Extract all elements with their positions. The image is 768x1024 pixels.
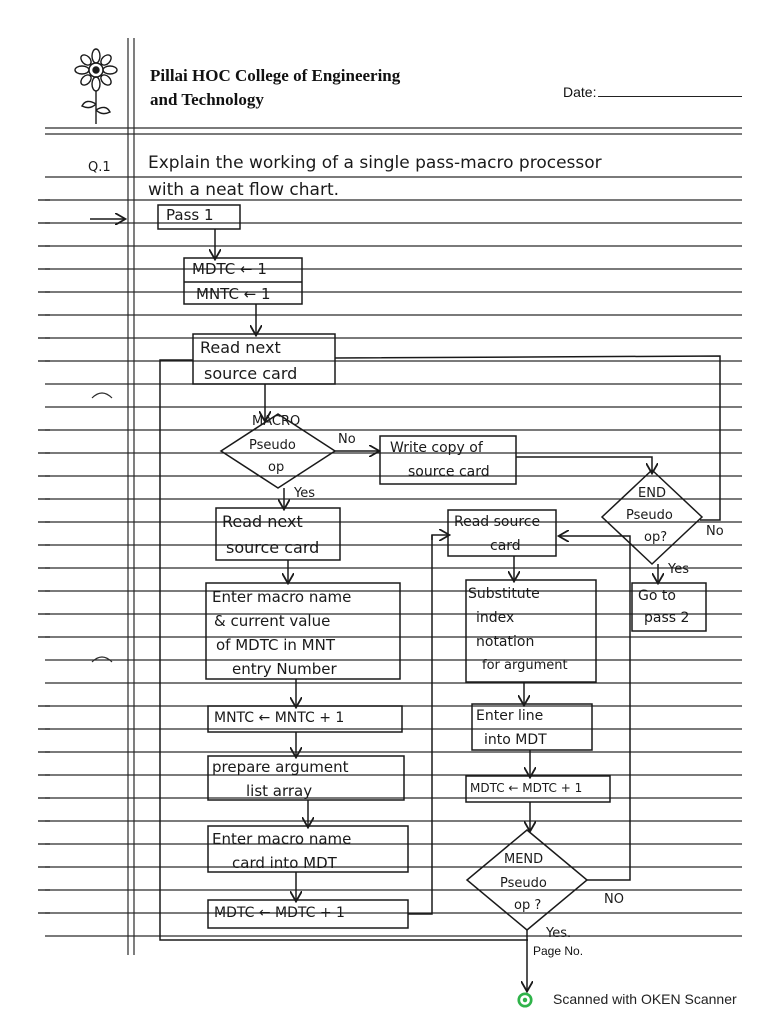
mend-no-label: NO xyxy=(604,892,624,907)
substitute-line3: notation xyxy=(476,634,535,650)
end-label-3: op? xyxy=(644,530,668,545)
macro-yes-label: Yes xyxy=(294,486,315,501)
write-copy-line1: Write copy of xyxy=(390,440,483,456)
read-source-line2: card xyxy=(490,538,521,554)
macro-label-2: Pseudo xyxy=(249,438,296,453)
write-copy-line2: source card xyxy=(408,464,490,480)
pass1-box xyxy=(157,204,241,230)
macro-label-3: op xyxy=(268,460,285,475)
end-label-2: Pseudo xyxy=(626,508,673,523)
substitute-line4: for argument xyxy=(482,658,568,673)
end-diamond xyxy=(600,468,704,566)
mend-label-1: MEND xyxy=(504,852,544,867)
prepare-line1: prepare argument xyxy=(212,758,349,776)
mdtc-inc-left-label: MDTC ← MDTC + 1 xyxy=(214,905,345,921)
scanner-logo-icon xyxy=(517,992,533,1008)
mend-label-2: Pseudo xyxy=(500,876,547,891)
mdtc-inc-mid-box xyxy=(465,775,611,803)
end-no-label: No xyxy=(706,524,724,539)
write-copy-box xyxy=(379,435,517,485)
macro-diamond xyxy=(219,413,337,489)
init-mdtc-label: MDTC ← 1 xyxy=(192,260,267,278)
scanner-watermark: Scanned with OKEN Scanner xyxy=(553,991,737,1007)
read-next2-box xyxy=(215,507,341,561)
goto-pass2-box xyxy=(631,582,707,632)
end-yes-label: Yes xyxy=(668,562,689,577)
enter-card-line2: card into MDT xyxy=(232,854,337,872)
read-next2-line1: Read next xyxy=(222,512,303,531)
macro-no-label: No xyxy=(338,432,356,447)
read-next2-line2: source card xyxy=(226,538,320,557)
enter-line-line2: into MDT xyxy=(484,732,547,748)
flower-logo-icon xyxy=(74,48,118,124)
substitute-line2: index xyxy=(476,610,515,626)
enter-macro-line4: entry Number xyxy=(232,660,337,678)
enter-macro-line3: of MDTC in MNT xyxy=(216,636,336,654)
read-next-line2: source card xyxy=(204,364,298,383)
init-box xyxy=(183,257,303,305)
pass1-label: Pass 1 xyxy=(166,206,214,224)
college-name-line2: and Technology xyxy=(150,90,264,109)
goto-line1: Go to xyxy=(638,588,676,604)
question-line2: with a neat flow chart. xyxy=(148,180,340,200)
goto-line2: pass 2 xyxy=(644,610,690,626)
enter-card-box xyxy=(207,825,409,873)
college-name-line1: Pillai HOC College of Engineering xyxy=(150,66,401,85)
enter-card-line1: Enter macro name xyxy=(212,830,352,848)
macro-label-1: MACRO xyxy=(252,414,301,429)
page-number-label: Page No. xyxy=(533,944,584,958)
mntc-inc-box xyxy=(207,705,403,733)
mntc-inc-label: MNTC ← MNTC + 1 xyxy=(214,710,345,726)
mend-yes-label: Yes. xyxy=(546,926,572,941)
enter-macro-line2: & current value xyxy=(214,612,331,630)
mdtc-inc-mid-label: MDTC ← MDTC + 1 xyxy=(470,781,583,795)
read-source-line1: Read source xyxy=(454,514,541,530)
end-label-1: END xyxy=(638,486,666,501)
read-next-line1: Read next xyxy=(200,338,281,357)
read-source-box xyxy=(447,509,557,557)
enter-macro-box xyxy=(205,582,401,680)
enter-line-box xyxy=(471,703,593,751)
college-name: Pillai HOC College of Engineering and Te… xyxy=(150,64,400,112)
question-line1: Explain the working of a single pass-mac… xyxy=(148,153,602,173)
init-mntc-label: MNTC ← 1 xyxy=(196,285,271,303)
date-underline xyxy=(598,96,742,97)
date-label: Date: xyxy=(563,84,597,100)
prepare-line2: list array xyxy=(246,782,313,800)
enter-macro-line1: Enter macro name xyxy=(212,588,352,606)
prepare-box xyxy=(207,755,405,801)
substitute-box xyxy=(465,579,597,683)
substitute-line1: Substitute xyxy=(468,586,540,602)
mend-label-3: op ? xyxy=(514,898,542,913)
read-next-box xyxy=(192,333,336,385)
enter-line-line1: Enter line xyxy=(476,708,544,724)
question-number: Q.1 xyxy=(88,160,111,175)
